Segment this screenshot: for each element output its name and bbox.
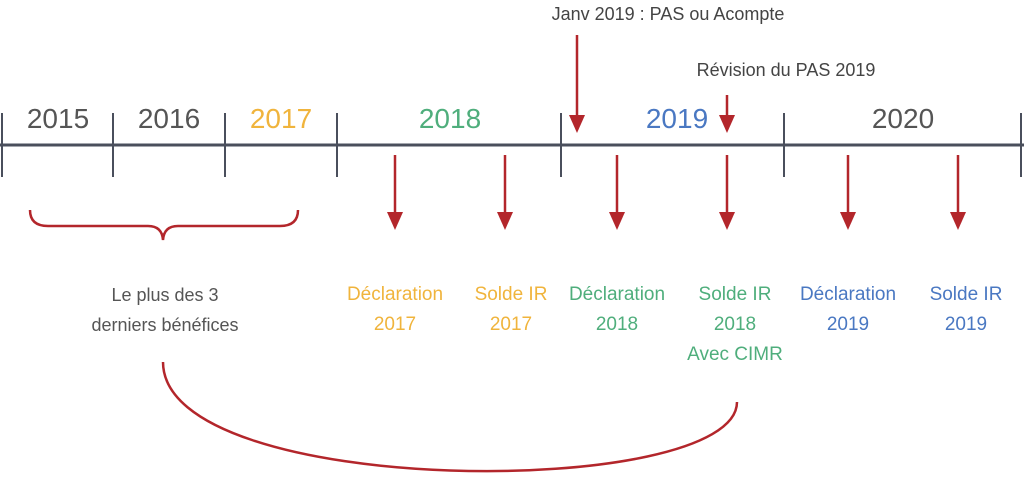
event-label-line: 2017	[489, 314, 533, 335]
year-label-2019: 2019	[645, 103, 709, 134]
event-label: Déclaration 2019	[800, 280, 896, 340]
brace	[28, 209, 300, 241]
event-arrow	[950, 155, 966, 230]
event-arrow	[497, 155, 513, 230]
event-arrow	[609, 155, 625, 230]
connecting-curve	[161, 361, 739, 473]
event-arrow	[840, 155, 856, 230]
event-label-line: Solde IR	[929, 284, 1003, 305]
year-label-2015: 2015	[26, 103, 90, 134]
event-label-line: Solde IR	[474, 284, 548, 305]
event-label-line: Déclaration	[346, 284, 444, 305]
event-label-line: 2019	[944, 314, 988, 335]
event-label-line: 2018	[595, 314, 639, 335]
event-label: Solde IR 2018 Avec CIMR	[687, 280, 783, 370]
event-label-line: Déclaration	[568, 284, 666, 305]
event-label: Déclaration 2018	[569, 280, 665, 340]
event-label-line: 2019	[826, 314, 870, 335]
event-label: Déclaration 2017	[347, 280, 443, 340]
left-label: Le plus des 3 derniers bénéfices	[91, 280, 238, 340]
event-label: Solde IR 2019	[930, 280, 1003, 340]
event-label-line: 2018	[713, 314, 757, 335]
annotation-revision-pas: Révision du PAS 2019	[696, 60, 876, 80]
left-label-line: derniers bénéfices	[91, 315, 239, 335]
event-label-line: Solde IR	[698, 284, 772, 305]
annotation-janv-2019: Janv 2019 : PAS ou Acompte	[551, 4, 785, 24]
left-label-line: Le plus des 3	[111, 285, 219, 305]
event-arrow	[719, 155, 735, 230]
year-label-2018: 2018	[418, 103, 482, 134]
event-label-line: Déclaration	[799, 284, 897, 305]
year-label-2017: 2017	[249, 103, 313, 134]
event-label-line: 2017	[373, 314, 417, 335]
event-label-line: Avec CIMR	[687, 344, 783, 365]
event-arrow	[387, 155, 403, 230]
janv-2019-arrow	[569, 35, 585, 133]
year-label-2020: 2020	[871, 103, 935, 134]
event-label: Solde IR 2017	[475, 280, 548, 340]
year-label-2016: 2016	[137, 103, 201, 134]
revision-arrow	[719, 95, 735, 133]
